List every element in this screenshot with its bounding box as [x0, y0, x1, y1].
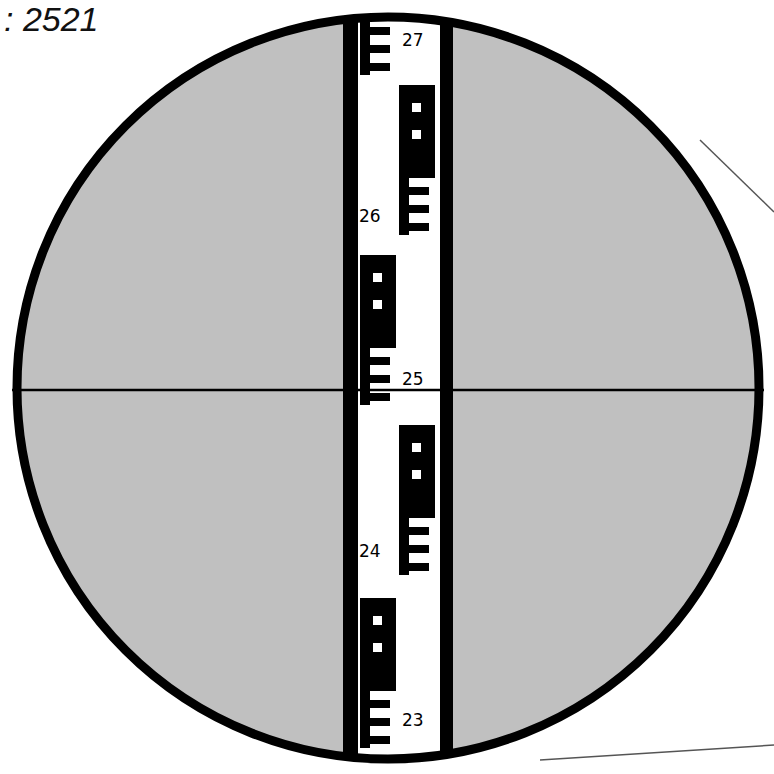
staff-face: [358, 0, 440, 774]
reading-value: : 2521: [4, 2, 99, 36]
eyepiece-rim: [17, 17, 759, 759]
levelling-staff: [343, 0, 453, 774]
crosshair-horizontal: [12, 389, 764, 392]
staff-number: 23: [401, 712, 425, 729]
staff-number: 26: [358, 208, 382, 225]
staff-frame: [343, 0, 453, 774]
staff-e-mark: [360, 0, 396, 75]
staff-number: 24: [358, 543, 382, 560]
leader-line: [540, 745, 774, 760]
staff-e-mark: [360, 598, 396, 748]
staff-e-mark: [399, 425, 435, 575]
staff-number: 27: [401, 32, 425, 49]
staff-e-mark: [360, 255, 396, 405]
staff-e-mark: [399, 85, 435, 235]
staff-number: 25: [401, 371, 425, 388]
